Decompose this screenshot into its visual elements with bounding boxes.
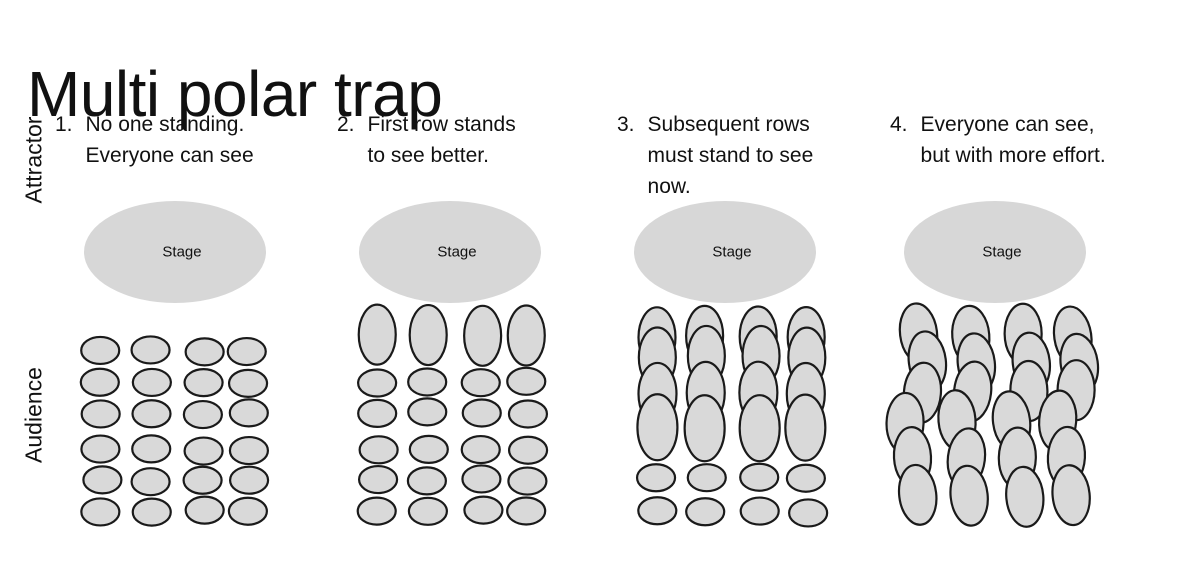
person-ellipse-sit	[131, 399, 172, 429]
person-ellipse-sit	[785, 463, 826, 493]
person-ellipse-sit	[506, 366, 547, 396]
person-ellipse-sit	[739, 496, 780, 526]
stage-label: Stage	[162, 244, 201, 261]
panel-3-canvas: Stage	[634, 201, 829, 528]
person-ellipse-stand	[408, 303, 448, 367]
stage-label: Stage	[437, 244, 476, 261]
panel-1-caption-text: No one standing. Everyone can see	[85, 113, 254, 167]
person-ellipse-sit	[506, 496, 547, 526]
stage-ellipse	[84, 201, 266, 303]
person-ellipse-sit	[685, 497, 726, 527]
stage-ellipse	[904, 201, 1086, 303]
person-ellipse-sit	[358, 435, 399, 465]
person-ellipse-sit	[131, 434, 172, 464]
person-ellipse-sit	[130, 467, 171, 497]
person-ellipse-sit	[228, 465, 270, 495]
person-ellipse-sit	[227, 368, 269, 398]
person-ellipse-sit	[79, 367, 120, 397]
person-ellipse-sit	[80, 399, 121, 429]
person-ellipse-sit	[461, 464, 502, 494]
person-ellipse-sit	[407, 367, 448, 397]
person-ellipse-sit	[788, 498, 829, 528]
panel-3-caption-text: Subsequent rows must stand to see now.	[647, 113, 814, 198]
person-ellipse-sit	[82, 465, 123, 495]
panel-4-caption: 4. Everyone can see, but with more effor…	[890, 110, 1155, 172]
stage-label: Stage	[712, 244, 751, 261]
person-ellipse-sit	[356, 496, 397, 526]
panel-4-canvas: Stage	[885, 201, 1100, 528]
person-ellipse-sit	[357, 368, 398, 398]
panel-4-number: 4.	[890, 113, 908, 136]
person-ellipse-stand	[506, 304, 546, 367]
person-ellipse-sit	[80, 497, 121, 527]
panel-3-number: 3.	[617, 113, 635, 136]
person-ellipse-sit	[406, 466, 447, 496]
panel-1-canvas: Stage	[79, 201, 270, 527]
person-ellipse-sit	[635, 463, 677, 493]
person-ellipse-stand	[636, 393, 679, 462]
person-ellipse-sit	[131, 497, 172, 527]
panel-2-caption-text: First row stands to see better.	[367, 113, 516, 167]
person-ellipse-stand	[357, 303, 397, 366]
person-ellipse-sit	[357, 398, 398, 429]
person-ellipse-stand	[1005, 465, 1045, 528]
panel-1-caption: 1. No one standing. Everyone can see	[55, 110, 320, 172]
person-ellipse-sit	[460, 368, 501, 398]
person-ellipse-sit	[184, 495, 225, 525]
person-ellipse-sit	[357, 464, 399, 495]
person-ellipse-sit	[407, 397, 448, 427]
person-ellipse-stand	[784, 393, 827, 462]
person-ellipse-sit	[407, 496, 448, 526]
diagram-title: Multi polar trap	[27, 57, 443, 130]
person-ellipse-sit	[183, 368, 224, 398]
person-ellipse-stand	[463, 304, 503, 367]
person-ellipse-sit	[227, 496, 268, 526]
stage-label: Stage	[982, 244, 1021, 261]
person-ellipse-sit	[80, 335, 121, 366]
person-ellipse-sit	[463, 495, 504, 525]
person-ellipse-sit	[131, 367, 172, 398]
person-ellipse-stand	[683, 394, 726, 463]
person-ellipse-sit	[460, 434, 501, 465]
person-ellipse-sit	[130, 335, 171, 365]
person-ellipse-sit	[184, 337, 225, 367]
person-ellipse-sit	[228, 398, 269, 428]
person-ellipse-sit	[637, 496, 678, 526]
person-ellipse-stand	[738, 394, 781, 463]
person-ellipse-sit	[507, 435, 549, 465]
panel-2-canvas: Stage	[356, 201, 549, 526]
panel-2-caption: 2. First row stands to see better.	[337, 110, 602, 172]
panel-1-number: 1.	[55, 113, 73, 136]
person-ellipse-sit	[507, 466, 548, 496]
person-ellipse-sit	[507, 399, 549, 429]
stage-ellipse	[359, 201, 541, 303]
person-ellipse-sit	[461, 398, 502, 428]
person-ellipse-sit	[226, 336, 267, 367]
person-ellipse-sit	[183, 436, 224, 466]
panel-4-caption-text: Everyone can see, but with more effort.	[920, 113, 1106, 167]
person-ellipse-stand	[1051, 464, 1091, 527]
person-ellipse-sit	[228, 435, 270, 466]
person-ellipse-sit	[182, 465, 223, 495]
person-ellipse-stand	[949, 464, 989, 527]
stage-ellipse	[634, 201, 816, 303]
person-ellipse-sit	[739, 462, 780, 492]
person-ellipse-sit	[408, 434, 449, 464]
person-ellipse-stand	[897, 463, 938, 526]
panel-2-number: 2.	[337, 113, 355, 136]
person-ellipse-sit	[80, 434, 121, 464]
person-ellipse-sit	[182, 399, 223, 430]
panel-3-caption: 3. Subsequent rows must stand to see now…	[617, 110, 882, 203]
person-ellipse-sit	[686, 463, 727, 493]
